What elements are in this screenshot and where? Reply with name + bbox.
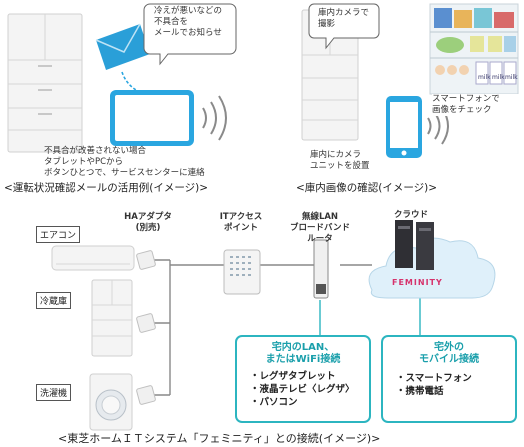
wireless-router-label: 無線LAN ブロードバンド ルータ [278, 212, 362, 245]
panel-title-line: 宅外の [434, 342, 464, 353]
bubble-line: 撮影 [318, 19, 336, 29]
cloud-server-icons [395, 220, 434, 270]
label-line: ITアクセス [219, 212, 263, 222]
bubble-line: 不具合を [154, 17, 189, 27]
washing-machine-illustration [89, 373, 133, 431]
label-line: ブロードバンド [290, 223, 350, 233]
appliance-label-fridge: 冷蔵庫 [36, 292, 72, 309]
speech-bubble-left-text: 冷えが悪いなどの 不具合を メールでお知らせ [154, 6, 236, 39]
air-conditioner-illustration [51, 245, 135, 271]
it-access-point-illustration [223, 249, 261, 295]
top-left-notes: 不具合が改善されない場合 タブレットやPCから ボタンひとつで、サービスセンター… [44, 146, 205, 179]
fridge-illustration-left [7, 13, 83, 153]
panel-title-line: 宅内のLAN、 [271, 342, 335, 353]
lan-panel [235, 335, 371, 423]
label-line: ルータ [307, 234, 333, 244]
camera-note: 庫内にカメラ ユニットを設置 [310, 150, 370, 172]
note-line: タブレットやPCから [44, 157, 124, 167]
panel-connectors [319, 292, 421, 336]
it-access-label: ITアクセス ポイント [210, 212, 272, 234]
lan-item: ・パソコン [250, 397, 298, 408]
ha-adapter-label: HAアダプタ (別売) [116, 212, 180, 234]
note-line: 不具合が改善されない場合 [44, 146, 147, 156]
speech-bubble-right [308, 3, 380, 50]
note-line: 庫内にカメラ [310, 150, 362, 160]
milk-label: milk [492, 74, 505, 81]
tablet-illustration [110, 90, 194, 146]
fridge-illustration-bottom [91, 279, 133, 357]
panel-title-line: またはWiFi接続 [265, 354, 341, 365]
mobile-item: ・携帯電話 [396, 386, 444, 397]
smartphone-illustration [386, 96, 422, 158]
wireless-router-illustration [313, 239, 329, 299]
caption-top-right: <庫内画像の確認(イメージ)> [296, 182, 438, 194]
label-line: 無線LAN [301, 212, 339, 222]
label-line: HAアダプタ [124, 212, 172, 222]
mail-envelope-icon [95, 23, 150, 70]
panel-title-line: モバイル接続 [419, 354, 479, 365]
feminity-logo: FEMINITY [392, 278, 443, 287]
note-line: ユニットを設置 [310, 161, 370, 171]
lan-item: ・レグザタブレット [250, 371, 336, 382]
label-line: (別売) [135, 223, 161, 233]
appliance-label-washer: 洗濯機 [36, 384, 72, 401]
milk-label: milk [505, 74, 518, 81]
fridge-interior-photo [429, 3, 519, 95]
appliance-label-aircon: エアコン [36, 226, 81, 243]
note-line: 画像をチェック [432, 105, 492, 115]
bubble-line: メールでお知らせ [154, 28, 222, 38]
speech-bubble-left [143, 3, 237, 66]
milk-label: milk [478, 74, 491, 81]
note-line: スマートフォンで [432, 94, 500, 104]
cloud-label: クラウド [394, 210, 429, 220]
label-line: ポイント [223, 223, 258, 233]
lan-item: ・液晶テレビ〈レグザ〉 [250, 384, 355, 395]
ha-adapter-icons [136, 250, 156, 405]
mobile-panel [381, 335, 517, 423]
bubble-line: 庫内カメラで [318, 8, 370, 18]
caption-top-left: <運転状況確認メールの活用例(イメージ)> [4, 182, 209, 194]
bubble-line: 冷えが悪いなどの [154, 6, 223, 16]
caption-bottom: <東芝ホームＩＴシステム「フェミニティ」との接続(イメージ)> [58, 432, 381, 445]
speech-bubble-right-text: 庫内カメラで 撮影 [318, 8, 380, 30]
lan-panel-content: 宅内のLAN、 またはWiFi接続 ・レグザタブレット ・液晶テレビ〈レグザ〉 … [238, 342, 368, 409]
phone-note: スマートフォンで 画像をチェック [432, 94, 520, 116]
note-line: ボタンひとつで、サービスセンターに連絡 [44, 168, 205, 178]
mobile-item: ・スマートフォン [396, 373, 472, 384]
wireless-waves-left [202, 95, 227, 141]
mobile-panel-content: 宅外の モバイル接続 ・スマートフォン ・携帯電話 [384, 342, 514, 398]
